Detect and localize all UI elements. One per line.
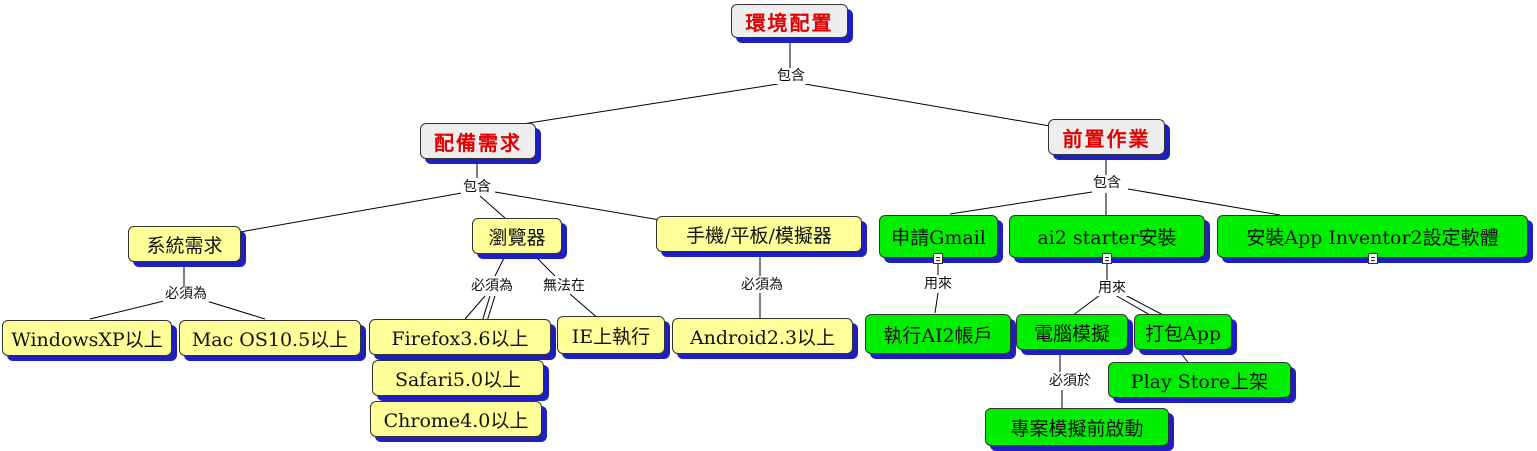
play-store-node[interactable]: Play Store上架 xyxy=(1108,362,1291,398)
edge-label: 包含 xyxy=(775,68,807,84)
package-app-node[interactable]: 打包App xyxy=(1134,314,1232,350)
emulator-node[interactable]: 電腦模擬 xyxy=(1016,314,1128,350)
windowsxp-node[interactable]: WindowsXP以上 xyxy=(2,320,172,356)
requirements-node[interactable]: 配備需求 xyxy=(420,123,536,159)
edge-label: 包含 xyxy=(1091,175,1123,191)
safari-node[interactable]: Safari5.0以上 xyxy=(372,360,544,396)
chrome-node[interactable]: Chrome4.0以上 xyxy=(370,401,542,437)
app-inventor-node[interactable]: 安裝App Inventor2設定軟體 xyxy=(1217,215,1528,258)
android-node[interactable]: Android2.3以上 xyxy=(672,318,853,354)
preparation-node[interactable]: 前置作業 xyxy=(1048,119,1165,155)
edge-label: 用來 xyxy=(922,276,954,292)
edge-label: 用來 xyxy=(1096,280,1128,296)
edge-label: 必須為 xyxy=(163,286,209,302)
browser-node[interactable]: 瀏覽器 xyxy=(472,218,562,254)
edge-label: 包含 xyxy=(461,179,493,195)
document-icon[interactable] xyxy=(1102,253,1112,264)
firefox-node[interactable]: Firefox3.6以上 xyxy=(369,319,551,355)
root-node[interactable]: 環境配置 xyxy=(731,4,848,38)
document-icon[interactable] xyxy=(1368,253,1378,264)
ai2-account-node[interactable]: 執行AI2帳戶 xyxy=(865,314,1011,354)
edge-label: 必須於 xyxy=(1047,373,1093,389)
device-node[interactable]: 手機/平板/模擬器 xyxy=(656,216,862,252)
edge-label: 無法在 xyxy=(541,278,587,294)
system-requirements-node[interactable]: 系統需求 xyxy=(128,226,241,262)
document-icon[interactable] xyxy=(933,253,943,264)
project-start-node[interactable]: 專案模擬前啟動 xyxy=(985,408,1169,446)
edge-label: 必須為 xyxy=(739,277,785,293)
gmail-node[interactable]: 申請Gmail xyxy=(879,215,998,258)
edge-label: 必須為 xyxy=(469,278,515,294)
ie-node[interactable]: IE上執行 xyxy=(557,316,665,354)
mac-node[interactable]: Mac OS10.5以上 xyxy=(179,320,361,356)
ai2-starter-node[interactable]: ai2 starter安裝 xyxy=(1009,215,1205,258)
